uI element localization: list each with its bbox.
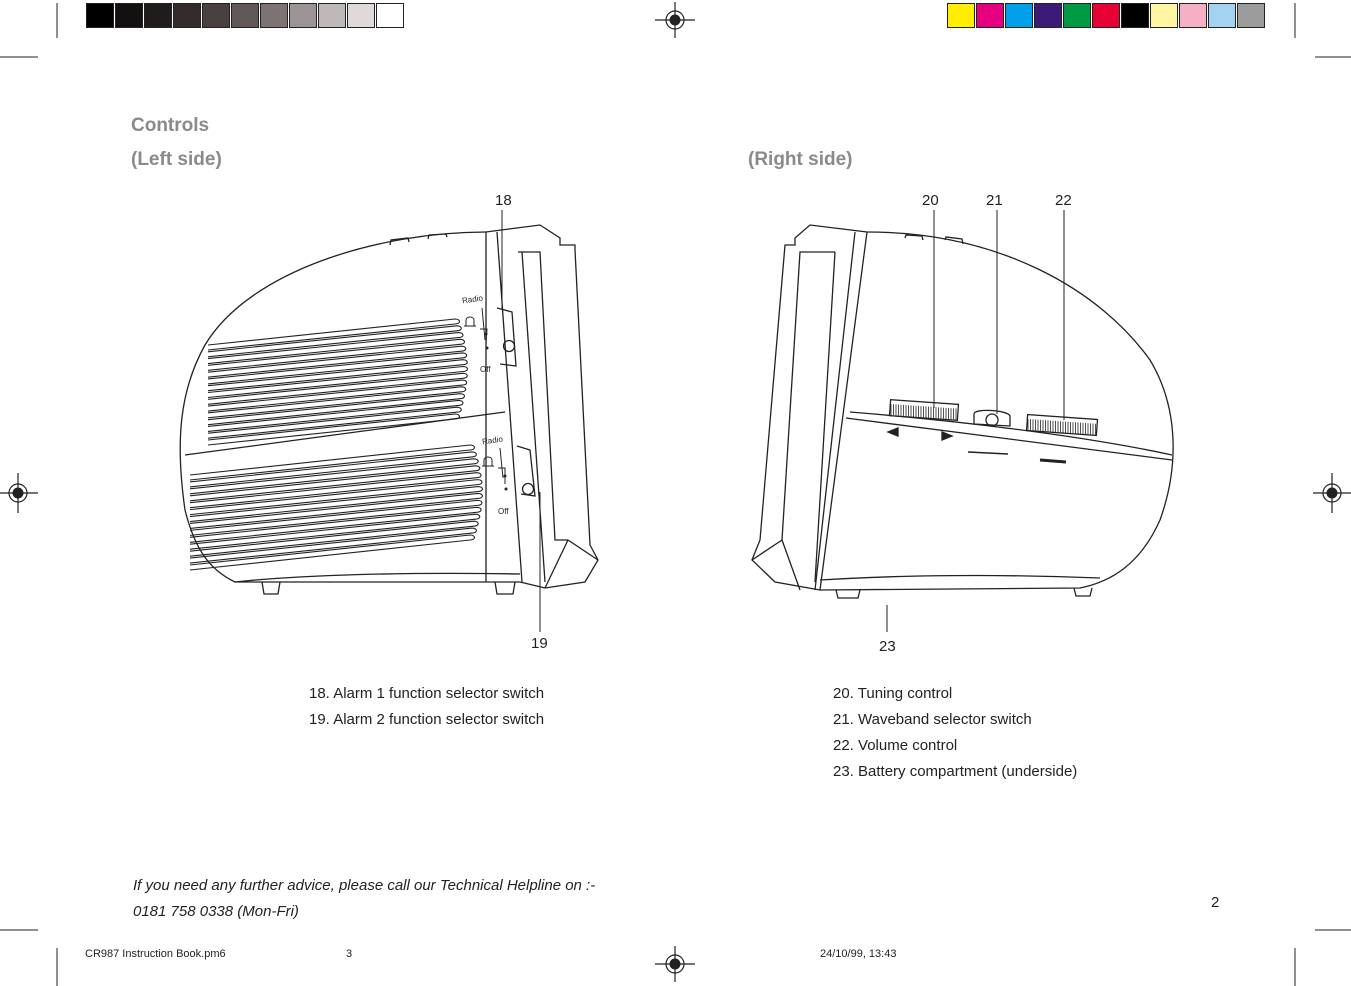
calibration-swatch [1034, 3, 1062, 28]
right-side-heading: (Right side) [748, 149, 853, 170]
calibration-swatch [86, 3, 114, 28]
calibration-swatch [376, 3, 404, 28]
grille-slot [189, 465, 481, 502]
grille-slot [189, 479, 483, 516]
legend-item: 21. Waveband selector switch [833, 711, 1032, 728]
switch-label-off-top: Off [480, 365, 491, 374]
calibration-swatch [976, 3, 1004, 28]
calibration-swatch [231, 3, 259, 28]
grille-slot [207, 372, 468, 405]
grille-slot [207, 406, 462, 439]
grille-slot [189, 444, 476, 481]
callout-23: 23 [879, 638, 896, 655]
page-title: Controls [131, 115, 210, 136]
calibration-swatch [289, 3, 317, 28]
footer-timestamp: 24/10/99, 13:43 [820, 948, 897, 960]
calibration-swatch [144, 3, 172, 28]
legend-right: 20. Tuning control 21. Waveband selector… [833, 681, 1077, 785]
tuning-dial-knurl [890, 404, 957, 420]
legend-left: 18. Alarm 1 function selector switch 19.… [309, 681, 544, 733]
speaker-grille-lower [189, 444, 483, 571]
switch-label-off-bottom: Off [498, 507, 509, 516]
callout-21: 21 [986, 192, 1003, 209]
callout-19: 19 [531, 635, 548, 652]
grille-slot [189, 451, 477, 488]
calibration-swatch [260, 3, 288, 28]
grille-slot [189, 520, 479, 557]
callout-18: 18 [495, 192, 512, 209]
legend-item: 20. Tuning control [833, 685, 953, 702]
calibration-swatch [1005, 3, 1033, 28]
grille-slot [207, 318, 461, 351]
grille-slot [207, 379, 468, 412]
grille-slot [207, 345, 467, 378]
calibration-swatch [1237, 3, 1265, 28]
callout-22: 22 [1055, 192, 1072, 209]
callout-20: 20 [922, 192, 939, 209]
calibration-swatch [947, 3, 975, 28]
legend-item: 18. Alarm 1 function selector switch [309, 685, 545, 702]
grille-slot [207, 352, 468, 385]
helpline-text: If you need any further advice, please c… [133, 873, 595, 925]
grille-slot [189, 527, 477, 564]
helpline-line-1: If you need any further advice, please c… [133, 877, 596, 894]
grille-slot [207, 393, 466, 426]
grille-slot [207, 325, 462, 358]
radio-left-side-drawing [179, 210, 599, 632]
grille-slot [207, 399, 464, 432]
calibration-swatch [1150, 3, 1178, 28]
grille-slot [207, 365, 469, 399]
grille-slot [189, 458, 479, 495]
footer-page: 3 [346, 948, 353, 960]
grille-slot [189, 492, 483, 530]
volume-dial-knurl [1027, 419, 1096, 435]
legend-item: 22. Volume control [833, 737, 958, 754]
left-side-heading: (Left side) [131, 149, 222, 170]
legend-item: 19. Alarm 2 function selector switch [309, 711, 545, 728]
bell-icon [464, 316, 476, 327]
crop-marks [0, 3, 1351, 986]
calibration-swatch [318, 3, 346, 28]
calibration-swatch [1063, 3, 1091, 28]
legend-item: 23. Battery compartment (underside) [833, 763, 1078, 780]
grille-slot [207, 359, 468, 392]
grille-slot [189, 499, 483, 536]
grille-slot [207, 386, 467, 419]
grille-slot [189, 506, 482, 543]
grille-slot [207, 332, 464, 365]
grille-slot [207, 413, 461, 446]
footer-file-name: CR987 Instruction Book.pm6 [85, 948, 226, 960]
grille-slot [189, 534, 476, 571]
grille-slot [189, 485, 483, 523]
page-number: 2 [1211, 894, 1220, 911]
calibration-swatch [1179, 3, 1207, 28]
speaker-grille-upper [207, 318, 469, 446]
calibration-swatch [202, 3, 230, 28]
calibration-swatch [347, 3, 375, 28]
calibration-swatch [1092, 3, 1120, 28]
helpline-phone: 0181 758 0338 (Mon-Fri) [133, 903, 299, 920]
grille-slot [189, 472, 482, 509]
radio-right-side-drawing [751, 210, 1174, 632]
calibration-swatch [1208, 3, 1236, 28]
calibration-swatch [115, 3, 143, 28]
bell-icon [482, 456, 494, 467]
calibration-swatch [1121, 3, 1149, 28]
grille-slot [189, 513, 481, 550]
grille-slot [207, 338, 466, 371]
calibration-swatch [173, 3, 201, 28]
